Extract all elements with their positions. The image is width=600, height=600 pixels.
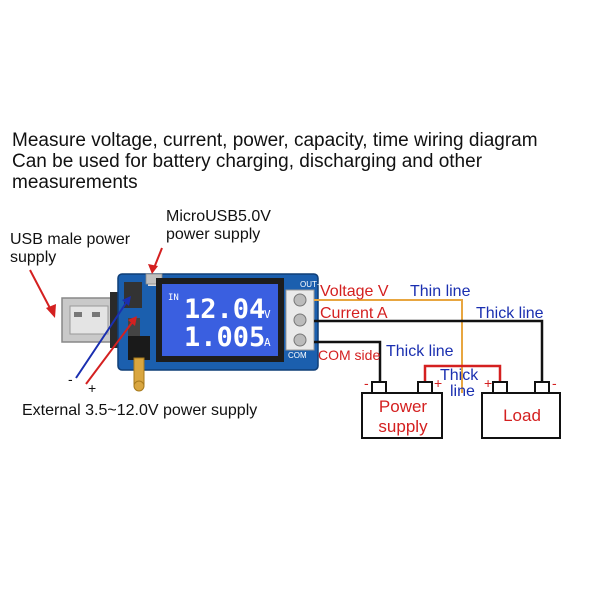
usb-power-label-line1: USB male power [10,231,131,248]
com-label: COM [288,351,307,360]
power-supply-label-line1: Power [378,397,428,416]
load-minus-sign: - [552,375,557,391]
thick-line-label-3: Thick line [440,368,478,400]
microusb-label: MicroUSB5.0V power supply [166,208,271,244]
com-thick-wire [314,340,382,384]
com-side-label: COM side [318,347,381,363]
microusb-label-line2: power supply [166,226,261,243]
load-plus-sign: + [484,375,493,391]
microusb-label-line1: MicroUSB5.0V [166,208,271,225]
wires [314,299,544,393]
title-line-1: Measure voltage, current, power, capacit… [12,130,538,151]
ps-to-load-wire [423,364,502,384]
ext-minus-sign: - [68,371,73,387]
external-supply-label: External 3.5~12.0V power supply [22,402,258,419]
diagram-title: Measure voltage, current, power, capacit… [12,130,597,193]
power-supply-label-line2: supply [378,417,428,436]
title-line-2: Can be used for battery charging, discha… [12,151,483,172]
title-line-3: measurements [12,172,138,193]
lcd-current-unit: A [264,336,271,349]
thick-line-label-3-line1: Thick [440,367,479,384]
usb-power-label-line2: supply [10,249,57,266]
terminal-block: OUT+ COM [285,280,322,360]
ps-minus-sign: - [364,375,369,391]
lcd-voltage-value: 12.04 [184,294,265,325]
power-supply-box [361,381,443,439]
load-box [481,381,561,439]
current-thick-wire [314,319,544,384]
usb-power-label: USB male power supply [10,231,130,267]
voltage-label: Voltage V [320,283,389,300]
annotation-arrows [29,247,163,385]
thick-line-label-2: Thick line [386,343,454,360]
thin-line-label: Thin line [410,283,471,300]
load-label: Load [503,406,541,425]
lcd-in-label: IN [168,293,179,303]
ps-plus-sign: + [434,375,443,391]
current-label: Current A [320,305,388,322]
lcd-display: IN 12.04 V 1.005 A [156,278,284,362]
voltage-thin-wire [314,299,463,393]
power-supply-label: Power supply [362,397,444,437]
ext-plus-sign: + [88,380,97,396]
lcd-voltage-unit: V [264,308,271,321]
lcd-current-value: 1.005 [184,322,265,353]
usb-male-connector [61,292,122,348]
out-plus-label: OUT+ [300,280,322,289]
thick-line-label-1: Thick line [476,305,544,322]
thick-line-label-3-line2: line [450,383,475,400]
potentiometer [128,336,150,392]
